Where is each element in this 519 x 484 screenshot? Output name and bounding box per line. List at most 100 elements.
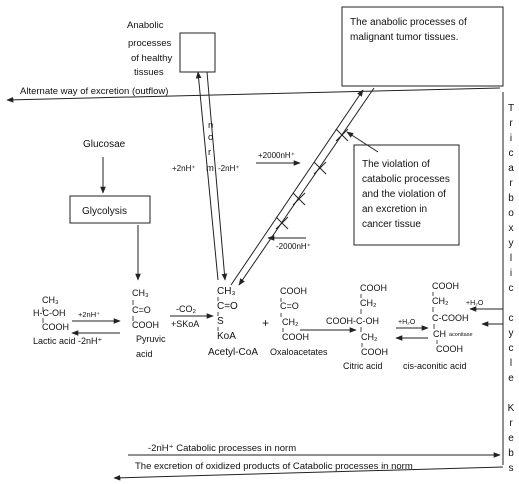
excretion-norm-label: The excretion of oxidized products of Ca… [135, 461, 413, 472]
citric-acid: COOH CH₂ COOH-C-OH CH₂ COOH Citric acid [326, 283, 388, 371]
tca-letter-3: i [510, 133, 512, 144]
citric-line-1: COOH [360, 283, 387, 293]
pyruvic-line-3: COOH [132, 320, 159, 330]
cancer-down-arrow [238, 87, 375, 286]
oxalo-line-1: COOH [280, 286, 307, 296]
aconitic-line-1: COOH [432, 281, 459, 291]
cross-1 [335, 128, 349, 142]
norm-down-arrow [206, 71, 228, 281]
norm-letter-n: n [208, 120, 213, 131]
acetyl-line-3: S [217, 316, 224, 327]
tca-letter-15: c [509, 313, 514, 324]
glycolysis-box [69, 195, 151, 224]
tca-letter-1: T [508, 103, 514, 114]
pyruvic-line-1: CH₃ [132, 288, 149, 298]
glycolysis-label: Glycolysis [82, 206, 127, 217]
malignant-tissues-box [341, 6, 504, 87]
aconitic-line-5: COOH [436, 344, 463, 354]
blocked-crosses [275, 128, 349, 230]
tca-letter-22: r [509, 418, 513, 429]
aconitic-line-2: CH₂ [432, 296, 449, 306]
violation-line-1: The violation of [362, 159, 430, 170]
norm-letter-r: r [208, 147, 211, 158]
tca-letter-5: a [508, 163, 514, 174]
tca-letter-12: i [510, 268, 512, 279]
violation-line-5: cancer tissue [362, 219, 421, 230]
citric-bond [360, 294, 363, 347]
aconitic-water-label: +H₂O [466, 300, 484, 307]
healthy-line-1: Anabolic [127, 20, 164, 31]
tca-letter-17: c [509, 343, 514, 354]
tca-letter-16: y [509, 328, 514, 339]
healthy-line-2: processes [128, 38, 172, 49]
norm-letter-o: o [208, 132, 213, 143]
aconitic-name: cis-aconitic acid [403, 361, 467, 371]
citric-water-label: +H₂O [398, 319, 416, 326]
tca-letter-9: x [509, 223, 514, 234]
tca-letter-24: b [508, 448, 514, 459]
norm-letter-m: m [206, 163, 214, 174]
oxalo-line-2: C=O [280, 301, 299, 311]
cancer-up-arrow [230, 89, 364, 286]
cross-4 [275, 216, 289, 230]
acetyl-coa: CH₃ C=O S KoA Acetyl-CoA [208, 286, 258, 358]
healthy-line-4: tissues [134, 67, 164, 78]
pyruvate-skoa-label: +SKoA [171, 319, 199, 329]
citric-line-5: COOH [361, 347, 388, 357]
tca-letter-13: c [509, 283, 514, 294]
aconitic-bond [432, 292, 438, 344]
lactic-name: Lactic acid -2nH⁺ [33, 336, 103, 346]
cross-3 [292, 192, 306, 206]
healthy-tissues-label: Anabolic processes of healthy tissues [127, 20, 172, 78]
violation-line-2: catabolic processes [362, 174, 450, 185]
tca-letter-4: c [509, 148, 514, 159]
citric-name: Citric acid [343, 361, 383, 371]
violation-line-4: an excretion in [362, 204, 427, 215]
excretion-norm-arrow [113, 466, 504, 481]
tca-letter-7: b [508, 193, 514, 204]
tca-letter-10: y [509, 238, 514, 249]
cis-aconitic-acid: COOH CH₂ C-COOH CH COOH cis-aconitic aci… [403, 281, 469, 371]
citric-line-4: CH₂ [361, 332, 378, 342]
catabolic-norm-label: -2nH⁺ Catabolic processes in norm [148, 443, 296, 454]
tca-letter-18: l [510, 358, 512, 369]
lactic-acid: CH₃ H-C-OH COOH Lactic acid -2nH⁺ [33, 295, 103, 346]
pyruvic-name-1: Pyruvic [136, 334, 166, 344]
tca-letter-19: e [508, 373, 514, 384]
malignant-line-1: The anabolic processes of [350, 17, 467, 28]
cross-2 [313, 161, 327, 175]
aconitic-line-3: C-COOH [432, 313, 469, 323]
alternate-excretion-arrow [6, 87, 501, 103]
norm-label: n o r m [206, 120, 214, 174]
healthy-tissues-box [179, 32, 216, 73]
oxalo-name: Oxaloacetates [270, 347, 328, 357]
violation-pointer-arrow [346, 131, 379, 153]
oxaloacetate: COOH C=O CH₂ COOH Oxaloacetates [270, 286, 328, 357]
lactic-line-1: CH₃ [42, 295, 59, 305]
pyruvate-co2-label: -CO₂ [176, 304, 196, 314]
tca-label: T r i c a r b o x y l i c c y c l e K r … [508, 103, 515, 474]
malignant-tissues-label: The anabolic processes of malignant tumo… [350, 17, 467, 43]
plus-2000nh-label: +2000nH⁺ [258, 151, 295, 160]
plus-sign: + [262, 316, 269, 330]
aconitase-label: aconitase [449, 332, 473, 338]
lactic-line-2: H-C-OH [33, 308, 66, 318]
tca-letter-21: K [508, 403, 515, 414]
pyruvic-name-2: acid [136, 349, 153, 359]
minus-2000nh-label: -2000nH⁺ [276, 242, 311, 251]
acetyl-name: Acetyl-CoA [208, 347, 258, 358]
lactic-arrow-label: +2nH⁺ [78, 310, 100, 319]
lactic-line-3: COOH [42, 322, 69, 332]
oxalo-line-3: CH₂ [282, 317, 299, 327]
acetyl-line-1: CH₃ [217, 286, 236, 297]
tca-letter-23: e [508, 433, 514, 444]
tca-letter-2: r [509, 118, 513, 129]
violation-label: The violation of catabolic processes and… [362, 159, 450, 230]
norm-plus-2nh: +2nH⁺ [172, 164, 196, 173]
citric-line-3: COOH-C-OH [326, 316, 379, 326]
pyruvic-line-2: C=O [132, 305, 151, 315]
pyruvic-acid: CH₃ C=O COOH Pyruvic acid [132, 288, 166, 359]
healthy-line-3: of healthy [131, 53, 172, 64]
aconitic-line-4: CH [433, 329, 446, 339]
